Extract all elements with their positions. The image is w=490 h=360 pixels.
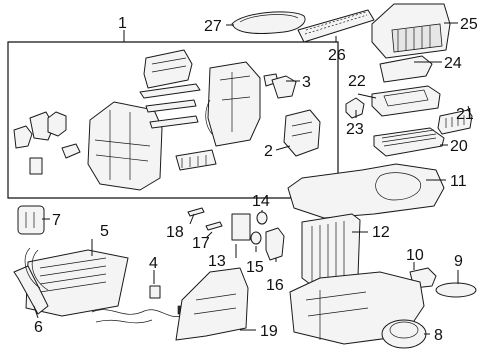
part-22-frame	[371, 85, 441, 117]
part-26-mesh	[304, 11, 368, 35]
callout-21: 21	[456, 106, 474, 123]
part-4-harness-wire-2	[95, 319, 153, 324]
part-7-cover	[17, 205, 45, 235]
callout-1: 1	[118, 15, 127, 32]
callout-27: 27	[204, 18, 222, 35]
duct-vanes	[151, 57, 187, 73]
case-ribs	[94, 110, 151, 180]
part-5-fins	[39, 257, 107, 293]
callout-9: 9	[454, 253, 463, 270]
part-13-module	[231, 213, 251, 241]
part-15-o-ring	[250, 231, 262, 245]
temp-door-part	[145, 99, 197, 113]
part-25-grille	[391, 23, 443, 53]
callout-20: 20	[450, 138, 468, 155]
hvac-case-assembly	[13, 49, 279, 191]
part-7-detail	[25, 212, 35, 228]
callout-15: 15	[246, 259, 264, 276]
callout-24: 24	[444, 55, 462, 72]
part-24-bracket	[379, 55, 433, 83]
part-11-upper-case	[287, 163, 445, 219]
part-9-ring	[435, 282, 477, 298]
right-case-half	[207, 61, 261, 147]
part-21-sensor	[437, 109, 473, 135]
part-4-harness-wire	[91, 309, 183, 317]
callout-14: 14	[252, 193, 270, 210]
door-slats	[181, 155, 207, 168]
callout-23: 23	[346, 121, 364, 138]
callout-11: 11	[450, 173, 467, 190]
callout-7: 7	[52, 212, 61, 229]
callout-26: 26	[328, 47, 346, 64]
part-19-detail	[193, 293, 237, 315]
cable-part	[205, 99, 213, 135]
callout-labels: 1 2 3 4 5 6 7 8 9 10 11 12 13 14 15 16 1…	[34, 15, 478, 344]
part-8-fan-wheel	[389, 321, 419, 339]
door-shaft-part	[139, 83, 201, 99]
part-16-valve	[265, 227, 285, 261]
part-17-clip	[205, 221, 223, 231]
part-12-evaporator	[301, 213, 361, 285]
part-2-detail	[291, 121, 313, 137]
mode-door-part	[149, 115, 199, 129]
part-21-pins	[445, 115, 465, 128]
part-2-housing	[283, 109, 321, 157]
callout-2: 2	[264, 143, 273, 160]
part-22-inner	[383, 89, 429, 107]
callout-16: 16	[266, 277, 284, 294]
callout-19: 19	[260, 323, 278, 340]
leader-lines	[33, 22, 471, 335]
part-27-inner	[239, 14, 299, 23]
callout-8: 8	[434, 327, 443, 344]
callout-13: 13	[208, 253, 226, 270]
part-3-actuator	[271, 75, 297, 99]
callout-22: 22	[348, 73, 366, 90]
right-case-ribs	[219, 72, 251, 132]
part-18-pin	[187, 207, 205, 217]
callout-10: 10	[406, 247, 424, 264]
part-23-clip	[345, 97, 365, 119]
part-26-screen	[297, 9, 375, 43]
callout-17: 17	[192, 235, 210, 252]
part-27-seal	[231, 11, 306, 34]
callout-6: 6	[34, 319, 43, 336]
part-8-blower-motor	[381, 319, 427, 349]
clip-part	[29, 157, 43, 175]
callout-18: 18	[166, 224, 184, 241]
callout-5: 5	[100, 223, 109, 240]
link-part	[61, 143, 81, 159]
part-14-o-ring	[256, 211, 268, 225]
lower-case-ribs	[305, 290, 369, 340]
part-11-scroll	[375, 172, 422, 201]
part-25-slats	[397, 26, 431, 52]
part-6-pipes	[24, 247, 49, 291]
part-12-fins	[311, 221, 345, 282]
callout-12: 12	[372, 224, 390, 241]
part-4-connector	[149, 285, 161, 299]
small-bracket-part	[13, 125, 33, 149]
callout-25: 25	[460, 16, 478, 33]
callout-3: 3	[302, 74, 311, 91]
part-20-pleats	[381, 129, 437, 147]
door-lever-part	[47, 111, 67, 137]
left-case-half	[87, 101, 163, 191]
part-19-duct	[175, 267, 249, 341]
callout-4: 4	[149, 255, 158, 272]
